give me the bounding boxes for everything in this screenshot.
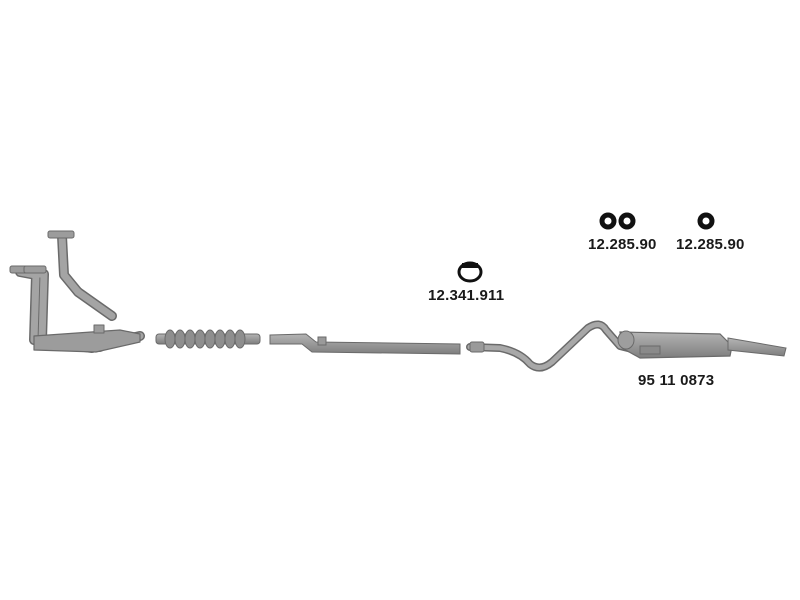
- middle-pipe: [269, 333, 461, 355]
- clamp-part-number: 12.341.911: [428, 287, 505, 304]
- rubber-ring-icon: [599, 212, 715, 230]
- flexible-pipe: [155, 329, 261, 349]
- rear-silencer: [617, 330, 787, 359]
- rear-pipe: [466, 320, 640, 372]
- rubber-mount-pair-part-number: 12.285.90: [588, 236, 657, 253]
- pipe-clamp-icon: [457, 261, 483, 283]
- rubber-mount-single-part-number: 12.285.90: [676, 236, 745, 253]
- exhaust-manifold: [9, 230, 145, 353]
- rear-silencer-part-number: 95 11 0873: [638, 372, 715, 389]
